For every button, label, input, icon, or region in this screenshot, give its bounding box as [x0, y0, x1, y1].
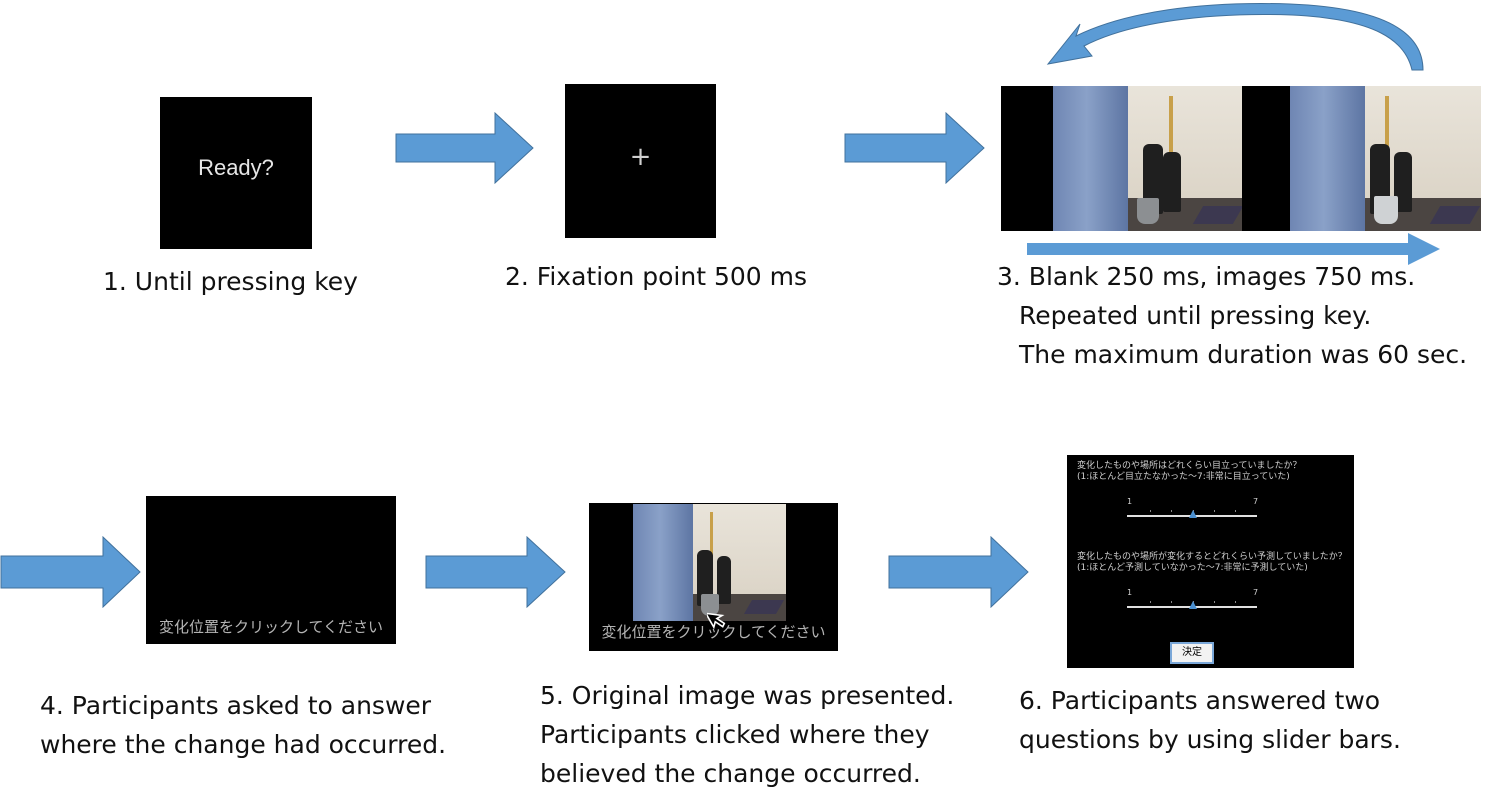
fixation-screen: +	[565, 84, 716, 238]
original-scene-image	[633, 504, 786, 621]
step-3-caption: 3. Blank 250 ms, images 750 ms. Repeated…	[997, 262, 1468, 369]
flow-arrow-4	[425, 536, 566, 608]
scene-image-2	[1290, 86, 1481, 231]
step-5-caption: 5. Original image was presented. Partici…	[540, 681, 955, 788]
fixation-cross: +	[629, 142, 652, 172]
click-prompt-text: 変化位置をクリックしてください	[158, 618, 384, 636]
questionnaire-screen: 変化したものや場所はどれくらい目立っていましたか？ (1:ほとんど目立たなかった…	[1067, 455, 1354, 668]
loop-back-arrow	[1046, 3, 1424, 71]
scene-image-1	[1053, 86, 1242, 231]
step-4-caption: 4. Participants asked to answer where th…	[40, 691, 447, 759]
slider-1-max-label: 7	[1253, 497, 1259, 506]
blank-frame-1	[1001, 86, 1053, 231]
blank-frame-2	[1242, 86, 1290, 231]
slider-2-max-label: 7	[1253, 588, 1259, 597]
mouse-cursor-icon	[707, 612, 726, 630]
question-1: 変化したものや場所はどれくらい目立っていましたか？ (1:ほとんど目立たなかった…	[1077, 461, 1302, 482]
slider-1-thumb[interactable]	[1189, 510, 1197, 518]
slider-2-thumb[interactable]	[1189, 601, 1197, 609]
flow-arrow-2	[844, 112, 985, 184]
flow-arrow-1	[395, 112, 534, 184]
flow-arrow-5	[888, 536, 1029, 608]
decide-button[interactable]: 決定	[1170, 642, 1214, 664]
ready-text: Ready?	[198, 155, 274, 180]
step-2-caption: 2. Fixation point 500 ms	[505, 262, 808, 291]
step-6-caption: 6. Participants answered two questions b…	[1019, 686, 1401, 754]
click-prompt-text-2: 変化位置をクリックしてください	[601, 623, 826, 641]
slider-1-min-label: 1	[1127, 497, 1133, 506]
click-prompt-screen: 変化位置をクリックしてください	[146, 496, 396, 644]
original-image-screen: 変化位置をクリックしてください	[589, 503, 838, 651]
ready-screen: Ready?	[160, 97, 312, 249]
flow-arrow-3	[0, 536, 141, 608]
timeline-arrow	[1027, 233, 1440, 265]
question-2: 変化したものや場所が変化するとどれくらい予測していましたか？ (1:ほとんど予測…	[1077, 552, 1347, 573]
step-1-caption: 1. Until pressing key	[103, 267, 358, 296]
slider-2-min-label: 1	[1127, 588, 1133, 597]
